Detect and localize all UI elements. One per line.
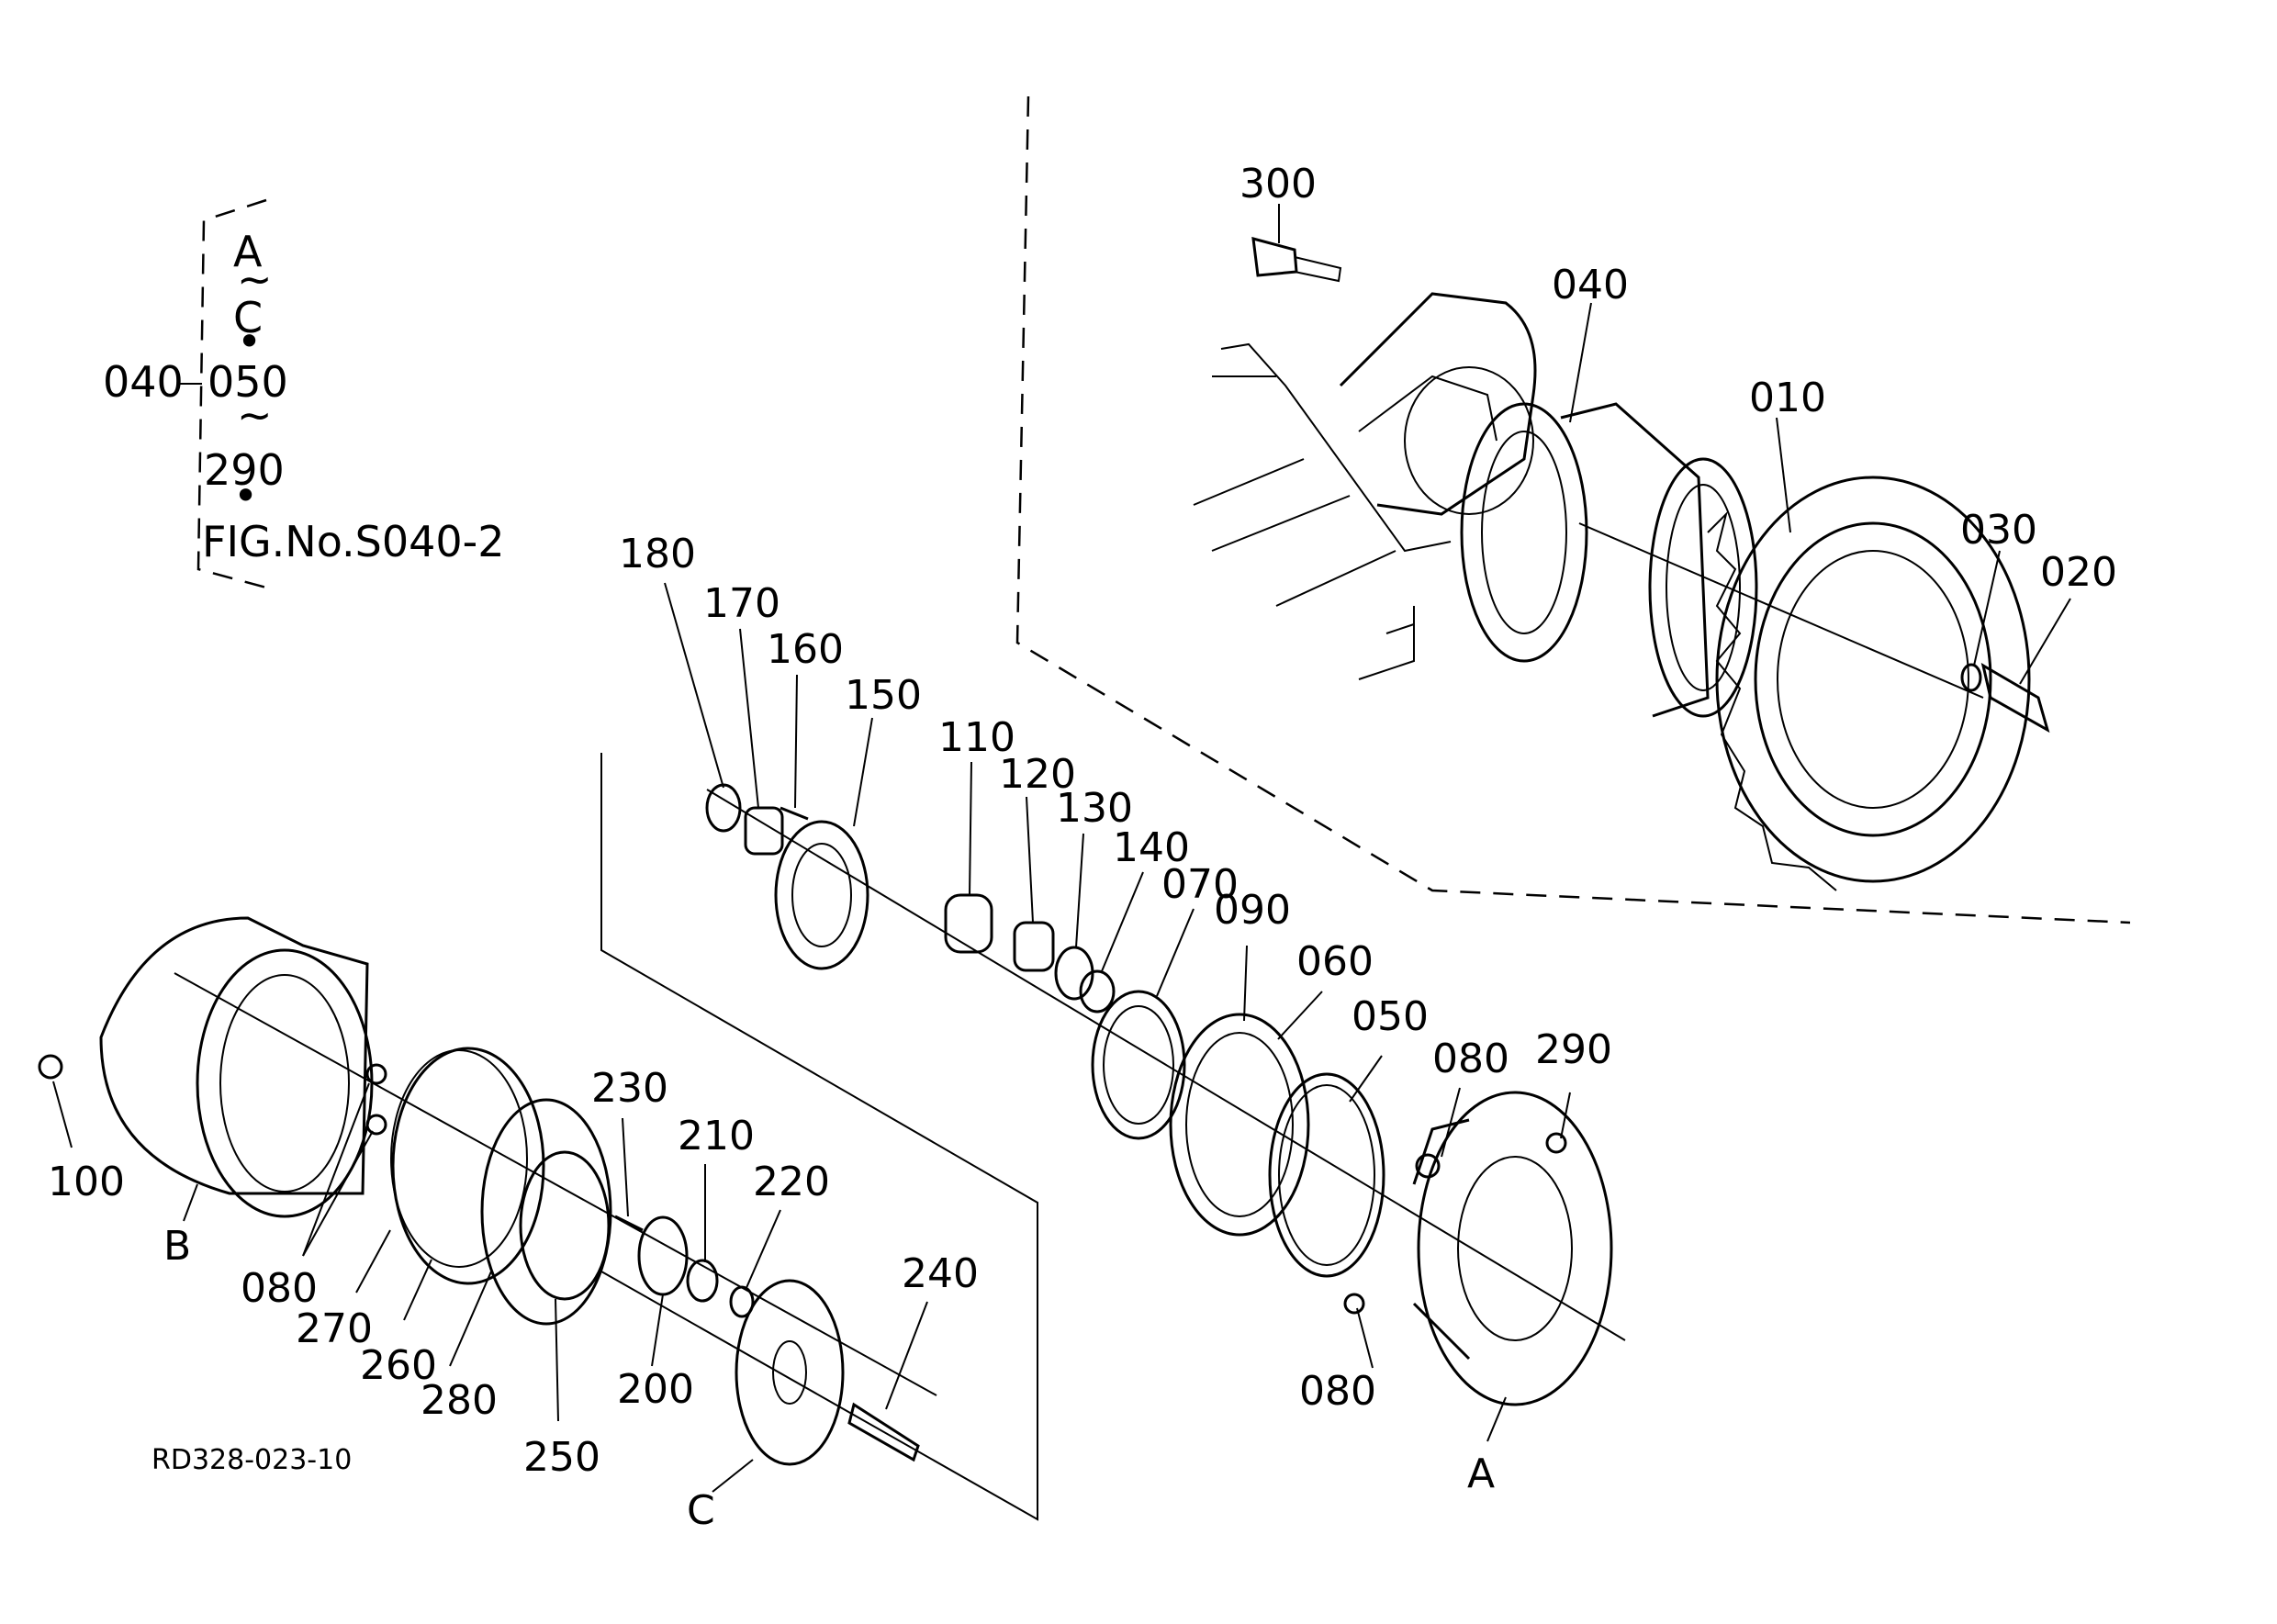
- part-callout: 110: [938, 714, 1015, 761]
- legend-line-8: •: [233, 471, 258, 521]
- leader-lines: [52, 204, 2071, 1493]
- part-callout: 080: [1299, 1368, 1376, 1415]
- part-callout: 100: [48, 1159, 125, 1205]
- legend-line-9: FIG.No.S040-2: [202, 517, 505, 566]
- part-callout: 290: [1535, 1026, 1612, 1073]
- part-callout: 170: [703, 580, 780, 627]
- view-ref-a: A: [1467, 1450, 1495, 1497]
- view-ref-c: C: [687, 1487, 715, 1534]
- part-callout: 070: [1161, 861, 1239, 908]
- part-callout: 180: [619, 531, 696, 577]
- part-callout: 060: [1296, 938, 1374, 985]
- part-callout: 120: [999, 751, 1076, 798]
- part-callout: 150: [845, 672, 922, 719]
- installation-view: [1015, 95, 2131, 924]
- legend-line-5: 050: [208, 357, 288, 407]
- part-callout: 030: [1960, 507, 2037, 554]
- part-callout: 230: [591, 1065, 668, 1112]
- part-callout: 200: [617, 1366, 694, 1413]
- part-callout: 250: [523, 1434, 600, 1481]
- part-callout: 040: [1552, 262, 1629, 308]
- legend-line-4: •: [237, 317, 262, 366]
- part-callout: 300: [1239, 161, 1317, 207]
- part-callout: 220: [753, 1159, 830, 1205]
- part-callouts: 300 040 010 030 020 180 170 160 150 110 …: [48, 161, 2117, 1481]
- part-callout: 080: [241, 1265, 318, 1312]
- part-callout: 050: [1352, 993, 1429, 1040]
- part-callout: 240: [902, 1250, 979, 1297]
- part-callout: 080: [1432, 1036, 1509, 1082]
- drawing-reference: RD328-023-10: [151, 1444, 352, 1476]
- part-callout: 130: [1056, 785, 1133, 832]
- view-refs: B C A: [163, 1223, 1495, 1534]
- part-callout: 160: [767, 626, 844, 673]
- legend-line-3: C: [233, 293, 263, 342]
- part-callout: 140: [1113, 824, 1190, 871]
- legend-line-7: 290: [204, 445, 285, 495]
- part-callout: 270: [296, 1305, 373, 1352]
- exploded-assembly: [38, 753, 1626, 1521]
- part-callout: 020: [2040, 549, 2117, 596]
- legend-line-2: ~: [237, 254, 273, 304]
- legend-line-1: A: [233, 227, 263, 276]
- legend-parent-part: 040: [103, 357, 184, 407]
- view-ref-b: B: [163, 1223, 191, 1270]
- part-callout: 090: [1214, 887, 1291, 934]
- part-callout: 280: [421, 1377, 498, 1424]
- legend-bracket: 040 A ~ C • 050 ~ 290 • FIG.No.S040-2: [103, 198, 505, 589]
- part-callout: 010: [1749, 375, 1826, 421]
- part-callout: 260: [360, 1342, 437, 1389]
- legend-line-6: ~: [237, 390, 273, 440]
- part-callout: 210: [678, 1113, 755, 1159]
